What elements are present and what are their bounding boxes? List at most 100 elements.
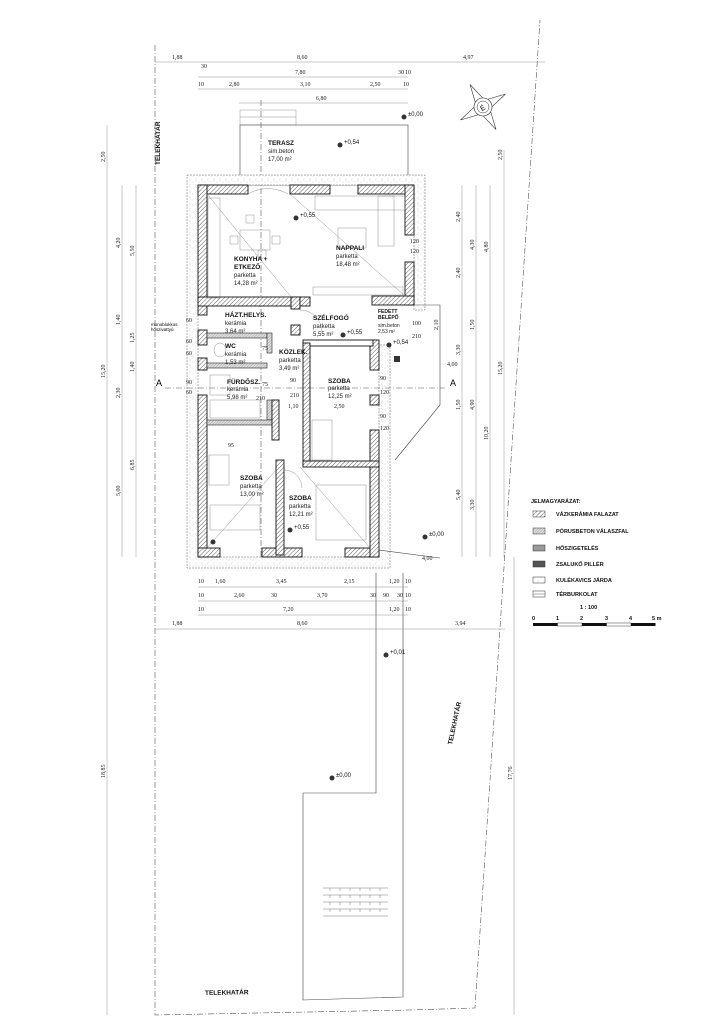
driveway-outline	[302, 573, 404, 1001]
svg-text:±0,00: ±0,00	[408, 112, 424, 118]
svg-text:5,98 m²: 5,98 m²	[227, 395, 247, 401]
svg-text:1,10: 1,10	[288, 404, 299, 410]
level-markers: ±0,00 +0,54 +0,55 +0,55 +0,54 +0,55 ±0,0…	[210, 112, 445, 781]
room-terasz: TERASZ sim.beton 17,00 m²	[268, 140, 294, 163]
svg-text:3,64 m²: 3,64 m²	[225, 329, 245, 335]
svg-text:KÖZLEK.: KÖZLEK.	[279, 347, 308, 356]
svg-text:+0,54: +0,54	[344, 140, 360, 146]
room-szoba-2: SZOBA parketta 13,00 m²	[240, 475, 264, 498]
svg-text:FÜRDŐSZ.: FÜRDŐSZ.	[227, 377, 260, 386]
telekhatar-label-bottom: TELEKHATÁR	[205, 987, 249, 997]
svg-text:±0,00: ±0,00	[429, 532, 445, 538]
svg-text:14,28 m²: 14,28 m²	[234, 281, 258, 287]
svg-text:18,48 m²: 18,48 m²	[336, 262, 360, 268]
svg-text:4,97: 4,97	[463, 55, 474, 61]
svg-text:30: 30	[370, 593, 376, 599]
legend-item-hoszigeteles: HŐSZIGETELÉS	[532, 544, 599, 552]
svg-text:2,53 m²: 2,53 m²	[378, 329, 395, 335]
furniture	[207, 188, 406, 541]
svg-text:BELÉPŐ: BELÉPŐ	[378, 313, 399, 321]
room-furdo: FÜRDŐSZ. kerámia 5,98 m²	[227, 377, 260, 401]
svg-text:17,00 m²: 17,00 m²	[268, 157, 292, 163]
svg-text:hőszivattyú: hőszivattyú	[151, 327, 174, 332]
svg-text:monoblokkos: monoblokkos	[151, 322, 178, 327]
svg-text:2,15: 2,15	[344, 579, 355, 585]
svg-text:1,88: 1,88	[172, 55, 183, 61]
svg-text:HÁZT.HELYS.: HÁZT.HELYS.	[225, 310, 266, 319]
room-konyha: KONYHA + ETKEZŐ parketta 14,28 m²	[234, 256, 268, 287]
telekhatar-label-right: TELEKHATÁR	[445, 701, 463, 746]
svg-text:1,53 m²: 1,53 m²	[225, 360, 245, 366]
svg-text:90: 90	[186, 380, 192, 386]
svg-text:HŐSZIGETELÉS: HŐSZIGETELÉS	[556, 544, 599, 552]
svg-text:120: 120	[410, 249, 419, 255]
svg-text:3,30: 3,30	[456, 345, 462, 356]
svg-text:90: 90	[380, 376, 386, 382]
svg-text:3,49 m²: 3,49 m²	[279, 366, 299, 372]
section-label-right: A	[450, 378, 456, 388]
svg-text:kerámia: kerámia	[225, 321, 247, 327]
svg-text:90: 90	[383, 593, 389, 599]
svg-text:1 : 100: 1 : 100	[580, 605, 597, 611]
telekhatar-label-left: TELEKHATÁR	[153, 121, 162, 165]
legend-item-zsaluko: ZSALUKŐ PILLÉR	[532, 560, 604, 568]
svg-text:210: 210	[256, 396, 265, 402]
svg-text:210: 210	[290, 393, 299, 399]
svg-text:3,30: 3,30	[470, 500, 476, 511]
svg-text:4,30: 4,30	[470, 240, 476, 251]
legend-item-kulekavics: KULÉKAVICS JÁRDA	[532, 576, 612, 584]
svg-text:2,50: 2,50	[498, 150, 504, 161]
entry-ramp-outline	[394, 304, 441, 461]
room-kozlek: KÖZLEK. parketta 3,49 m²	[279, 347, 308, 372]
dimensions-right: 2,40 4,30 4,80 2,40 1,50 3,30 2,10 4,00 …	[422, 150, 515, 1015]
svg-text:1,50: 1,50	[456, 400, 462, 411]
svg-text:75: 75	[262, 382, 268, 388]
svg-text:17,76: 17,76	[508, 767, 514, 781]
svg-text:10: 10	[405, 70, 411, 76]
svg-text:120: 120	[410, 239, 419, 245]
svg-text:sim.beton: sim.beton	[268, 149, 294, 155]
svg-text:30: 30	[271, 593, 277, 599]
svg-text:3,70: 3,70	[317, 593, 328, 599]
legend: JELMAGYARÁZAT: VÁZKERÁMIA FALAZAT PÓRUSB…	[531, 498, 629, 598]
svg-text:10: 10	[198, 82, 204, 88]
svg-text:60: 60	[186, 318, 192, 324]
svg-text:10,20: 10,20	[484, 427, 490, 441]
svg-text:90: 90	[380, 414, 386, 420]
svg-text:±0,00: ±0,00	[336, 773, 352, 779]
svg-text:0: 0	[532, 616, 535, 622]
scale-bar: 1 : 100 0 1 2 3 4 5 m	[532, 605, 662, 627]
svg-text:3,10: 3,10	[300, 82, 311, 88]
svg-text:parketta: parketta	[336, 254, 358, 260]
svg-text:10: 10	[405, 593, 411, 599]
room-szelfogo: SZÉLFOGÓ parketta 5,55 m²	[313, 313, 349, 338]
svg-text:1,88: 1,88	[172, 621, 183, 627]
terrace-steps	[239, 109, 297, 126]
svg-text:10: 10	[198, 579, 204, 585]
room-diagonals	[206, 193, 406, 549]
svg-text:FEDETT: FEDETT	[378, 309, 397, 315]
svg-text:WC: WC	[225, 343, 236, 350]
svg-text:60: 60	[186, 351, 192, 357]
svg-text:15,20: 15,20	[498, 362, 504, 376]
svg-text:4,00: 4,00	[447, 362, 458, 368]
svg-text:60: 60	[186, 390, 192, 396]
svg-text:30: 30	[397, 593, 403, 599]
legend-item-porusbeton: PÓRUSBETON VÁLASZFAL	[532, 527, 629, 535]
legend-item-terburkolat: TÉRBURKOLAT	[532, 590, 598, 598]
svg-text:2,40: 2,40	[456, 268, 462, 279]
svg-text:15,20: 15,20	[101, 365, 107, 379]
svg-text:2,10: 2,10	[434, 320, 440, 331]
zsaluko-pillar	[394, 356, 400, 362]
svg-text:7,80: 7,80	[295, 70, 306, 76]
svg-text:NAPPALI: NAPPALI	[336, 245, 364, 252]
svg-text:2,40: 2,40	[456, 212, 462, 223]
svg-text:2,30: 2,30	[116, 388, 122, 399]
svg-text:10: 10	[405, 579, 411, 585]
svg-text:2,50: 2,50	[370, 82, 381, 88]
svg-text:+0,54: +0,54	[393, 340, 409, 346]
plot-boundary	[154, 19, 541, 1016]
opening-dimensions: 60 60 60 90 60 120 120 90 120 90 120 100…	[186, 239, 421, 449]
svg-text:4,80: 4,80	[484, 242, 490, 253]
